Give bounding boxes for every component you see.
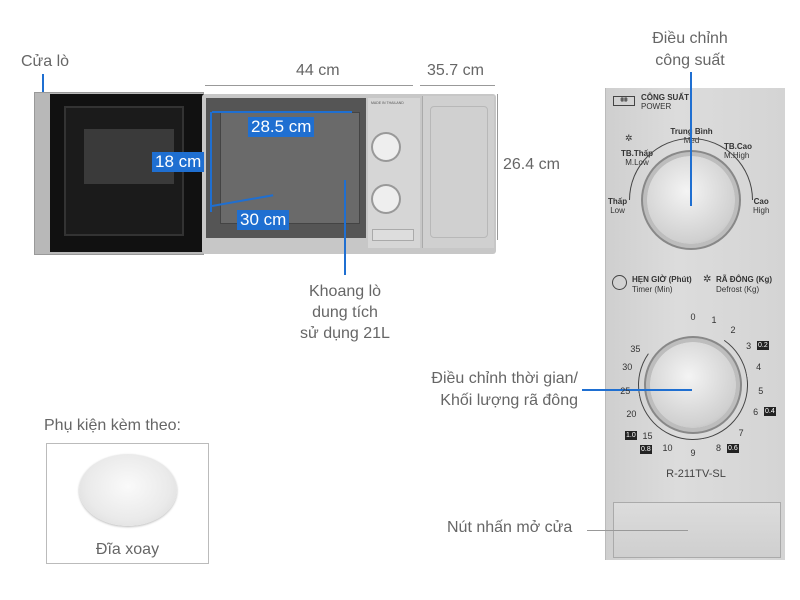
timer-mark: 25 <box>620 385 631 396</box>
cavity-leader-line <box>344 180 346 275</box>
timer-title-vi: HẸN GIỜ (Phút) <box>632 275 692 284</box>
defrost-title-en: Defrost (Kg) <box>716 285 760 294</box>
width-arrow <box>205 85 413 86</box>
cavity-label-line1: Khoang lò <box>308 283 382 300</box>
timer-annotation-line1: Điều chỉnh thời gian/ <box>431 370 578 387</box>
timer-mark: 5 <box>758 385 764 396</box>
defrost-mark: 0.4 <box>764 407 776 416</box>
power-annotation-line1: Điều chỉnh <box>652 30 728 47</box>
cavity-width-tag: 28.5 cm <box>248 117 315 137</box>
timer-mark: 7 <box>738 428 744 439</box>
accessories-label: Phụ kiện kèm theo: <box>44 417 181 434</box>
timer-mark: 1 <box>711 315 717 326</box>
timer-annotation: Điều chỉnh thời gian/ Khối lượng rã đông <box>398 368 578 412</box>
accessory-box: Đĩa xoay <box>46 443 209 564</box>
timer-mark: 8 <box>715 443 721 454</box>
cavity-label-line2: dung tích <box>312 304 378 321</box>
timer-mark: 4 <box>756 362 762 373</box>
power-annotation-line2: công suất <box>655 52 725 69</box>
timer-clock-icon <box>612 275 627 290</box>
cavity-height-arrow <box>210 112 212 212</box>
timer-leader-line <box>582 389 692 391</box>
mini-door-button <box>372 229 414 241</box>
timer-mark: 2 <box>730 324 736 335</box>
timer-annotation-line2: Khối lượng rã đông <box>440 392 578 409</box>
cavity-capacity-label: Khoang lò dung tích sử dụng 21L <box>285 281 405 344</box>
defrost-title-vi: RÃ ĐÔNG (Kg) <box>716 275 772 284</box>
height-label: 26.4 cm <box>503 156 560 173</box>
timer-mark: 35 <box>630 343 641 354</box>
defrost-icon: ✲ <box>703 274 712 285</box>
timer-mark: 9 <box>690 448 696 458</box>
cavity-depth-tag: 30 cm <box>237 210 290 230</box>
level-mlow-en: M.Low <box>625 158 649 167</box>
height-arrow <box>497 94 498 240</box>
timer-mark: 20 <box>626 408 637 419</box>
control-strip <box>368 98 420 248</box>
width-label: 44 cm <box>296 62 340 79</box>
timer-mark: 15 <box>642 430 653 441</box>
cavity-label-line3: sử dụng 21L <box>300 325 390 342</box>
level-mhigh-en: M.High <box>724 151 750 160</box>
level-mlow-vi: TB.Thấp <box>621 149 653 158</box>
timer-title-en: Timer (Min) <box>632 285 673 294</box>
timer-knob[interactable] <box>650 342 736 428</box>
door-button-annotation: Nút nhấn mở cửa <box>447 519 573 536</box>
power-annotation: Điều chỉnh công suất <box>630 28 750 72</box>
defrost-mark: 0.8 <box>640 445 652 454</box>
door-leader-line <box>42 74 44 102</box>
level-mhigh-vi: TB.Cao <box>724 142 752 151</box>
power-title-vi: CÔNG SUẤT <box>641 93 689 102</box>
defrost-mark: 0.6 <box>727 444 739 453</box>
turntable-plate-image <box>79 454 177 526</box>
timer-mark: 3 <box>746 340 752 351</box>
level-high-vi: Cao <box>753 197 769 206</box>
door-button-leader-line <box>587 530 688 531</box>
power-title-en: POWER <box>641 102 672 111</box>
side-panel <box>422 96 494 248</box>
made-in-text: MADE IN THAILAND <box>371 101 404 105</box>
cavity-width-arrow <box>212 111 352 113</box>
level-med-vi: Trung Bình <box>670 127 713 136</box>
level-low-vi: Thấp <box>608 197 628 206</box>
level-low-en: Low <box>610 206 625 215</box>
mini-power-knob <box>373 134 399 160</box>
defrost-snowflake-icon: ✲ <box>625 133 633 143</box>
timer-mark: 6 <box>753 406 759 417</box>
power-icon: ⩩⩩ <box>613 96 635 106</box>
depth-label: 35.7 cm <box>427 62 484 79</box>
timer-mark: 10 <box>662 443 673 454</box>
cavity-height-tag: 18 cm <box>152 152 205 172</box>
mini-timer-knob <box>373 186 399 212</box>
plate-label: Đĩa xoay <box>95 541 160 558</box>
defrost-mark: 0.2 <box>757 341 769 350</box>
level-high-en: High <box>753 206 770 215</box>
timer-mark: 0 <box>690 312 696 322</box>
power-leader-line <box>690 72 692 206</box>
model-number: R-211TV-SL <box>666 468 726 480</box>
defrost-mark: 1.0 <box>625 431 637 440</box>
door-label: Cửa lò <box>21 53 70 70</box>
depth-arrow <box>420 85 495 86</box>
timer-mark: 30 <box>622 362 633 373</box>
